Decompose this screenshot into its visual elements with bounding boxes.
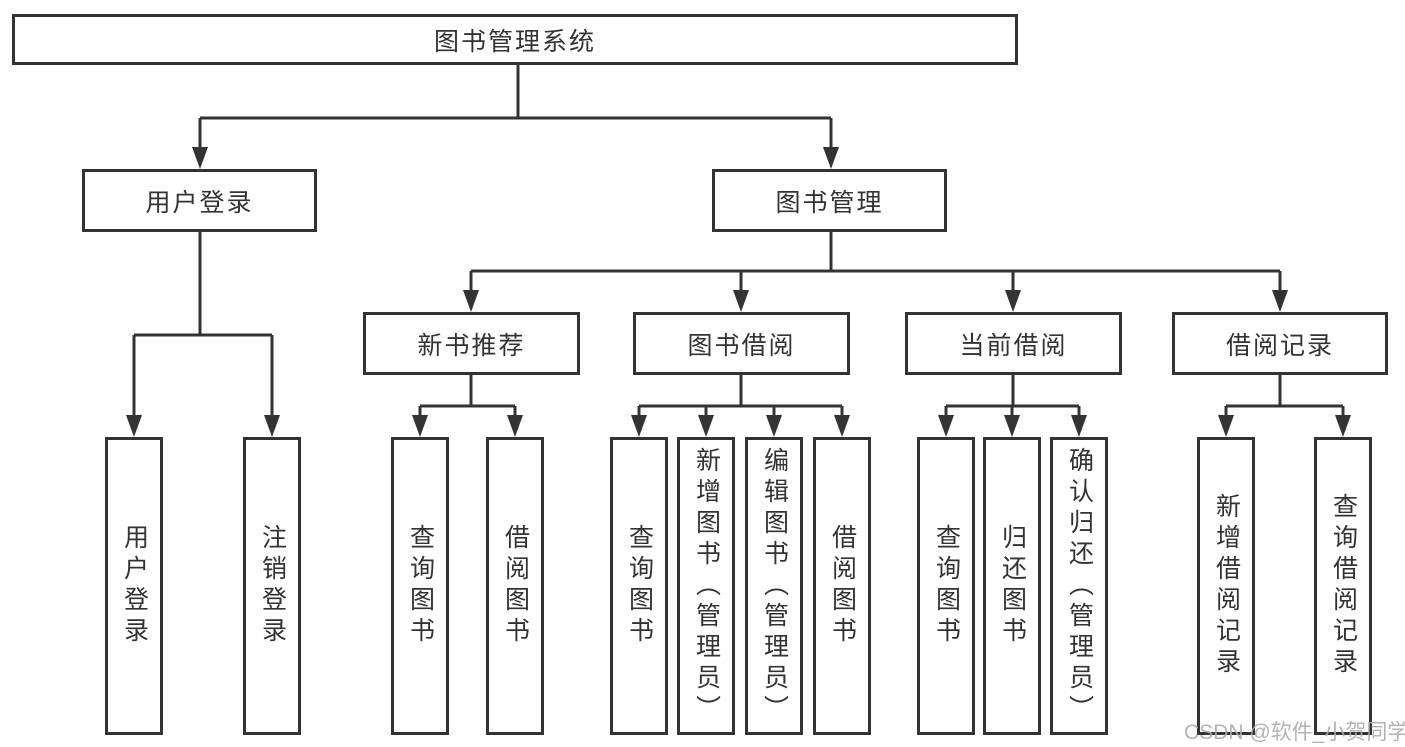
leaf-label: 注销登录 [258,524,287,648]
leaf-query-books-newbook: 查询图书 [391,437,449,735]
leaf-edit-books-admin: 编辑图书（管理员） [745,437,803,735]
node-label: 借阅记录 [1225,331,1334,360]
leaf-label: 新增借阅记录 [1212,493,1241,679]
node-label: 用户登录 [145,188,254,217]
leaf-label: 借阅图书 [501,524,530,648]
node-book-management: 图书管理 [712,169,947,232]
leaf-user-login: 用户登录 [105,437,163,735]
node-borrowing-records: 借阅记录 [1172,312,1388,375]
leaf-borrow-books-newbook: 借阅图书 [486,437,544,735]
csdn-watermark: CSDN @软件_小贺同学 [1184,721,1405,744]
leaf-borrow-books-borrow: 借阅图书 [813,437,871,735]
leaf-logout: 注销登录 [243,437,301,735]
node-book-management-system: 图书管理系统 [12,14,1018,65]
node-label: 当前借阅 [959,331,1068,360]
leaf-label: 查询图书 [625,524,654,648]
node-label: 图书管理系统 [433,27,596,56]
leaf-query-books-current: 查询图书 [917,437,975,735]
leaf-label: 确认归还（管理员） [1065,446,1094,726]
node-current-borrowing: 当前借阅 [905,312,1122,375]
node-user-login: 用户登录 [82,169,317,232]
node-book-borrowing: 图书借阅 [633,312,850,375]
leaf-return-books: 归还图书 [983,437,1041,735]
node-label: 图书管理 [775,188,884,217]
leaf-confirm-return-admin: 确认归还（管理员） [1050,437,1108,735]
leaf-add-books-admin: 新增图书（管理员） [677,437,735,735]
leaf-add-borrow-record: 新增借阅记录 [1197,437,1255,735]
node-label: 新书推荐 [417,331,526,360]
node-label: 图书借阅 [687,331,796,360]
leaf-label: 查询图书 [932,524,961,648]
leaf-label: 借阅图书 [828,524,857,648]
leaf-label: 新增图书（管理员） [692,446,721,726]
leaf-label: 用户登录 [120,524,149,648]
leaf-query-books-borrow: 查询图书 [610,437,668,735]
leaf-label: 查询借阅记录 [1329,493,1358,679]
arrowheads [126,147,1351,437]
leaf-label: 查询图书 [406,524,435,648]
leaf-label: 归还图书 [998,524,1027,648]
node-new-book-recommend: 新书推荐 [363,312,580,375]
leaf-label: 编辑图书（管理员） [760,446,789,726]
leaf-query-borrow-record: 查询借阅记录 [1314,437,1372,735]
